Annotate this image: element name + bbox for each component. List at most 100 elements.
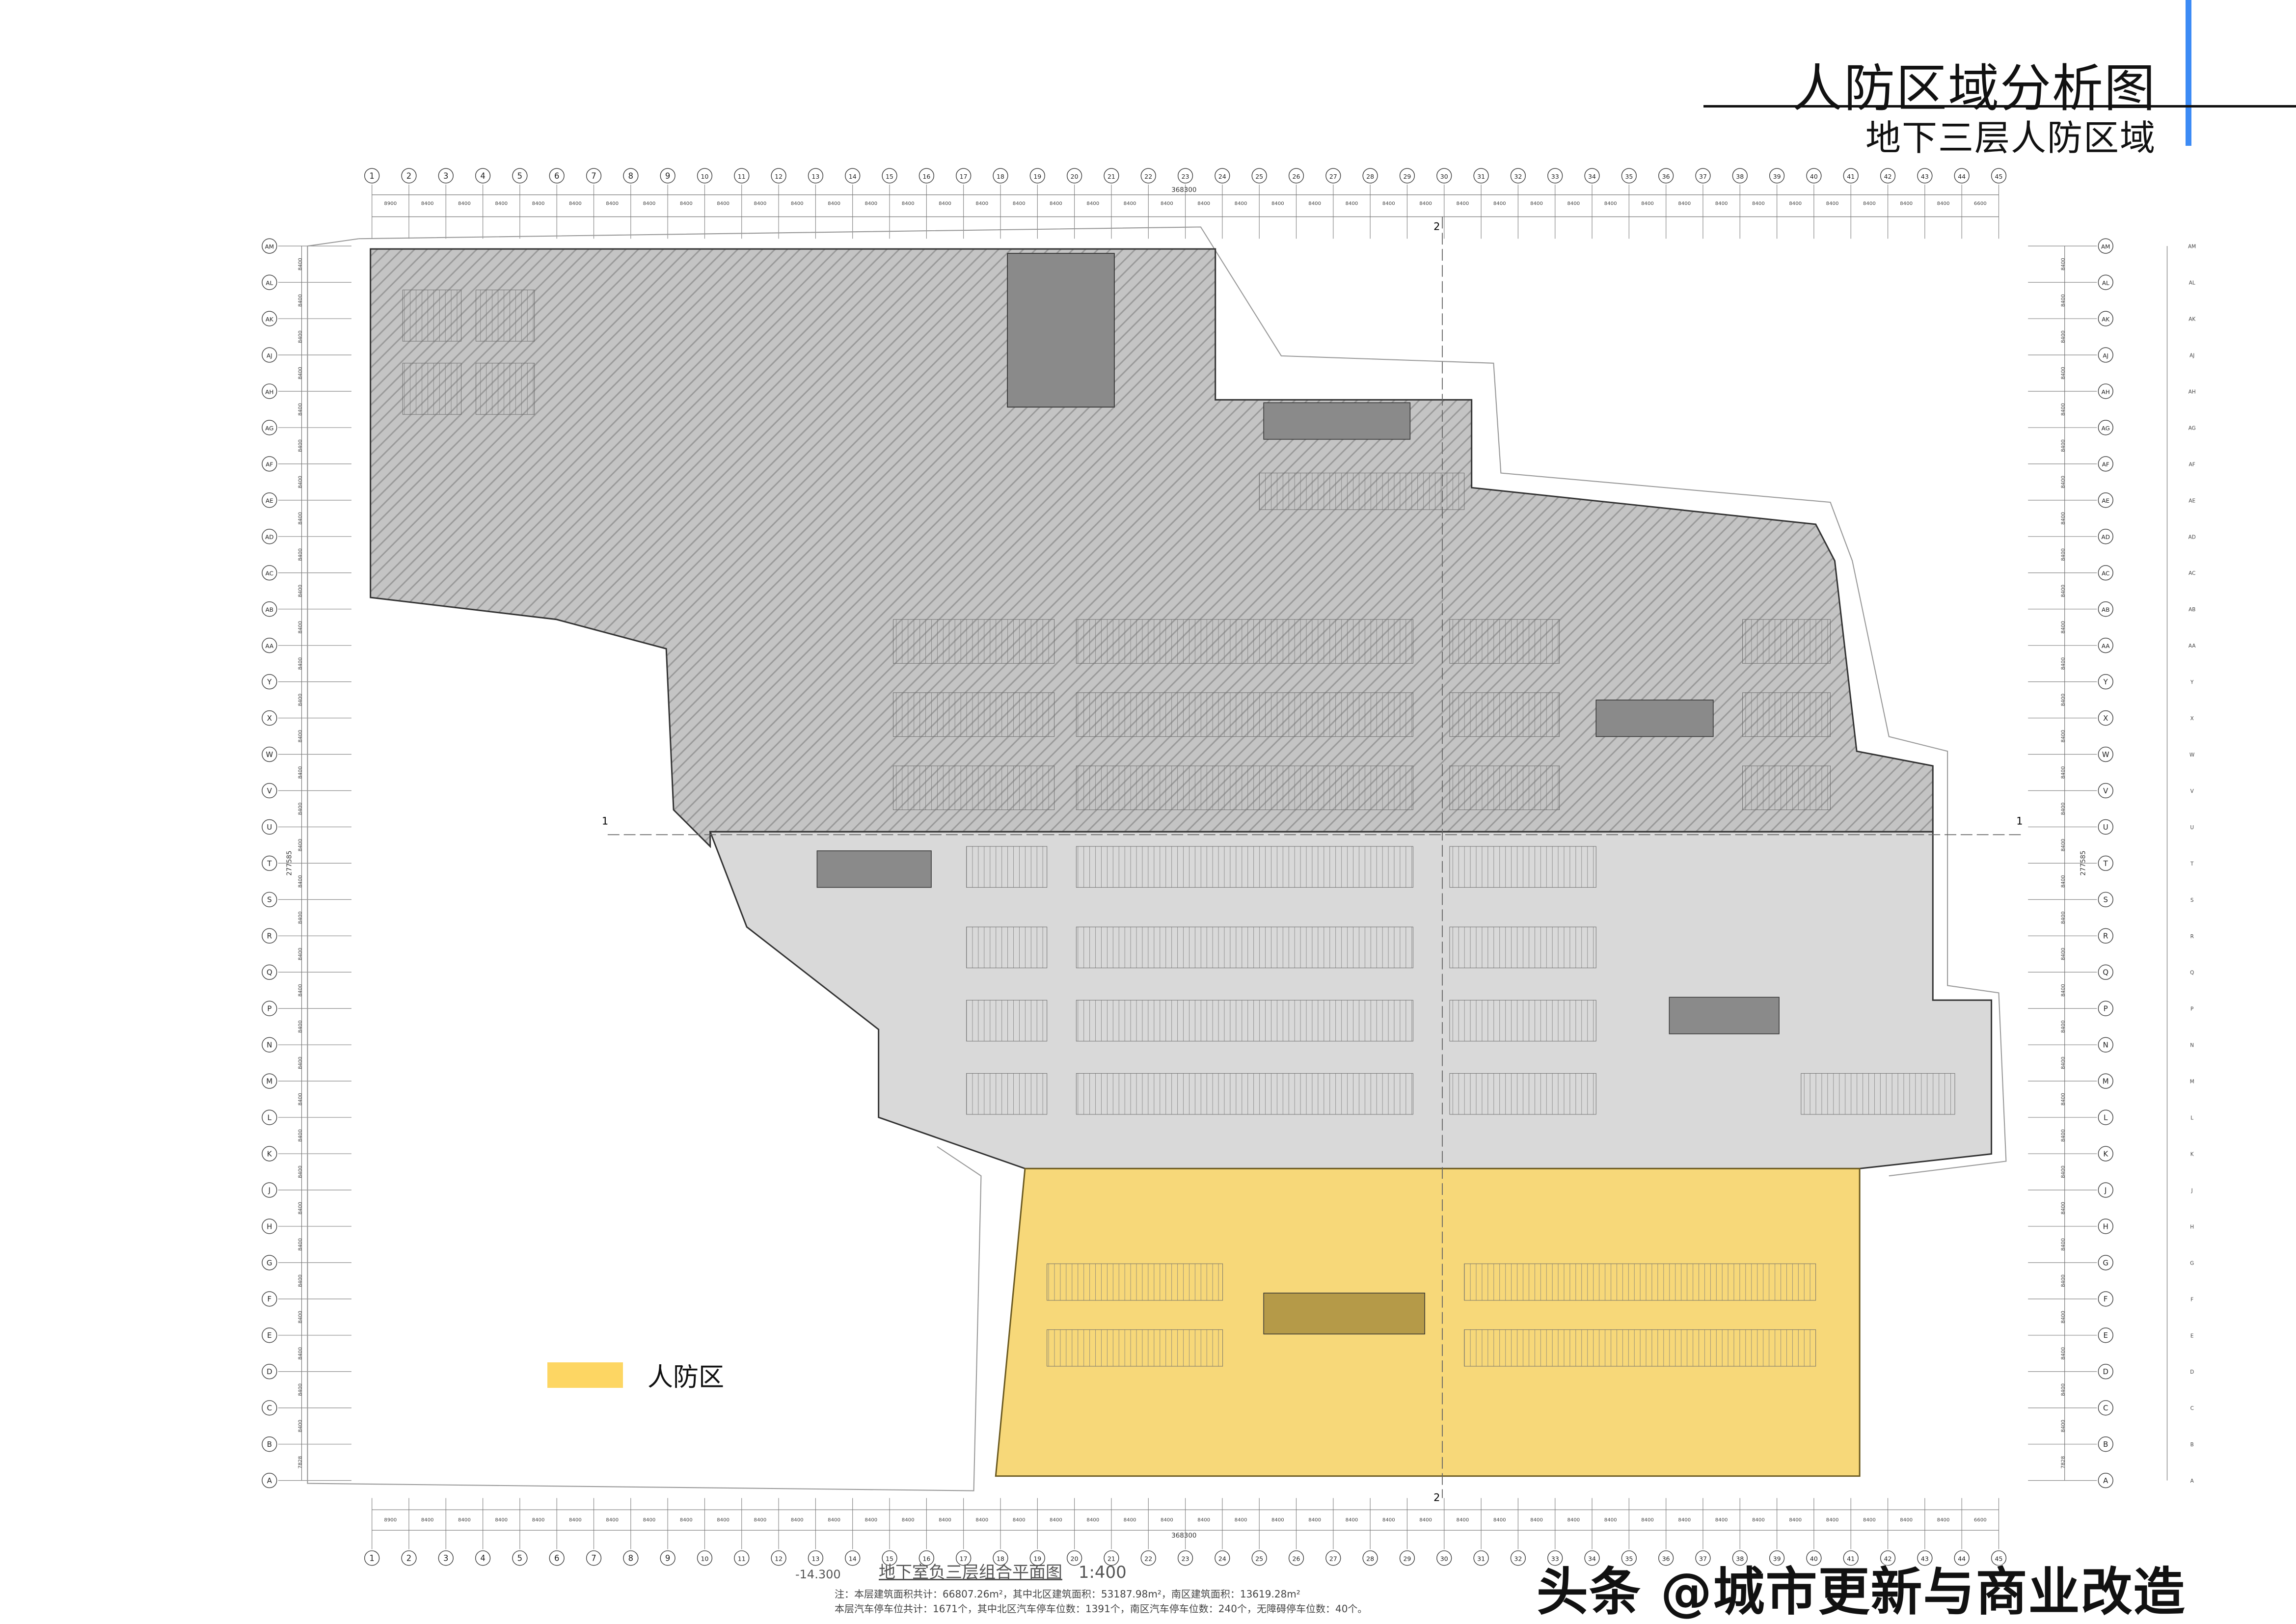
axis-bubble (1880, 168, 1896, 184)
axis-bubble (808, 1550, 824, 1566)
dimension-label: 8400 (1197, 201, 1210, 207)
axis-label: Y (267, 677, 272, 686)
parking-stall-row (1742, 765, 1831, 810)
axis-bubble (1436, 1550, 1452, 1566)
axis-label: 12 (775, 173, 783, 180)
axis-bubble (262, 638, 277, 653)
axis-label: AE (266, 497, 273, 504)
axis-bubble (2098, 1182, 2113, 1198)
axis-label: AM (265, 244, 274, 250)
axis-label: 13 (811, 1555, 819, 1563)
ramp (1263, 1293, 1425, 1335)
axis-label-secondary: A (2190, 1478, 2194, 1484)
axis-bubble (1510, 1550, 1526, 1566)
parking-stall-row (1464, 1329, 1816, 1367)
axis-bubble (2098, 928, 2113, 944)
axis-label: W (2102, 750, 2109, 759)
axis-bubble (262, 311, 277, 326)
dimension-label: 8400 (495, 1517, 508, 1523)
axis-label: 2 (406, 1554, 411, 1563)
axis-label: 36 (1662, 1555, 1670, 1563)
axis-label: K (267, 1149, 272, 1158)
axis-bubble (438, 168, 454, 184)
dimension-label: 8400 (297, 1383, 303, 1396)
axis-bubble (1991, 1550, 2007, 1566)
dimension-label: 8400 (297, 911, 303, 924)
dimension-label: 8400 (1937, 201, 1950, 207)
dimension-label: 8400 (1197, 1517, 1210, 1523)
parking-stall-row (1449, 1073, 1596, 1115)
dimension-label: 8400 (1050, 201, 1062, 207)
dimension-label: 8400 (1419, 1517, 1432, 1523)
parking-stall-row (1076, 619, 1413, 664)
axis-bubble (2098, 1327, 2113, 1343)
axis-label: S (267, 895, 271, 904)
axis-label: 24 (1218, 1555, 1226, 1563)
parking-stall-row (893, 692, 1055, 737)
axis-label: 19 (1033, 1555, 1041, 1563)
axis-label-secondary: D (2190, 1369, 2194, 1375)
axis-label: 32 (1514, 1555, 1522, 1563)
axis-bubble (2098, 964, 2113, 980)
dimension-label: 8400 (1124, 1517, 1136, 1523)
dimension-label: 8400 (1457, 201, 1469, 207)
dimension-label: 8400 (2061, 367, 2066, 379)
dimension-label: 8400 (1086, 201, 1099, 207)
parking-stall-row (475, 363, 535, 415)
page-subtitle: 地下三层人防区域 (1865, 117, 2156, 159)
axis-bubble (1547, 168, 1563, 184)
dimension-label: 8400 (2061, 1420, 2066, 1433)
axis-label-secondary: F (2190, 1297, 2193, 1302)
dimension-label: 8400 (297, 947, 303, 960)
axis-label: 14 (849, 173, 857, 180)
axis-bubble (2098, 1037, 2113, 1053)
axis-bubble (2098, 638, 2113, 653)
dimension-label: 8400 (1567, 1517, 1580, 1523)
legend-label: 人防区 (648, 1363, 725, 1392)
axis-label: 21 (1107, 1555, 1115, 1563)
dimension-label: 8400 (754, 201, 767, 207)
axis-bubble (1066, 168, 1082, 184)
dimension-label: 8400 (297, 1311, 303, 1324)
parking-stall-row (1449, 1000, 1596, 1042)
dimension-label: 8400 (2061, 803, 2066, 815)
axis-label: Y (2103, 677, 2108, 686)
parking-stall-row (402, 363, 462, 415)
axis-bubble (2098, 746, 2113, 762)
axis-bubble (1732, 1550, 1748, 1566)
axis-label: 17 (960, 173, 968, 180)
axis-bubble (1806, 168, 1822, 184)
axis-label-secondary: V (2190, 788, 2194, 794)
axis-label: AA (266, 643, 274, 650)
axis-bubble (1510, 168, 1526, 184)
dimension-label: 8400 (297, 875, 303, 888)
axis-label-secondary: AK (2188, 317, 2196, 323)
axis-label-secondary: H (2190, 1224, 2194, 1230)
dimension-label: 8400 (1235, 1517, 1247, 1523)
dimension-label: 8400 (1382, 1517, 1395, 1523)
axis-label: AB (2102, 606, 2109, 613)
dimension-label: 8400 (2061, 1347, 2066, 1360)
ramp (816, 850, 932, 888)
axis-bubble (697, 1550, 713, 1566)
axis-bubble (262, 456, 277, 472)
axis-label: 43 (1921, 173, 1929, 180)
dimension-label: 8400 (2061, 694, 2066, 706)
axis-bubble (734, 168, 750, 184)
parking-stall-row (475, 290, 535, 342)
dimension-label: 8400 (297, 512, 303, 525)
axis-label: A (2103, 1476, 2108, 1485)
dimension-label: 8400 (1826, 201, 1839, 207)
axis-label: 35 (1625, 173, 1633, 180)
axis-label-secondary: P (2190, 1006, 2193, 1012)
axis-label: AF (266, 461, 273, 468)
axis-bubble (1732, 168, 1748, 184)
axis-label: AK (2102, 316, 2110, 323)
dimension-label: 8400 (458, 201, 471, 207)
axis-bubble (1029, 1550, 1045, 1566)
axis-bubble (1843, 168, 1859, 184)
axis-bubble (956, 1550, 972, 1566)
axis-label: AD (2102, 534, 2110, 541)
elevation-mark: -14.300 (795, 1568, 841, 1581)
parking-stall-row (1076, 1073, 1413, 1115)
